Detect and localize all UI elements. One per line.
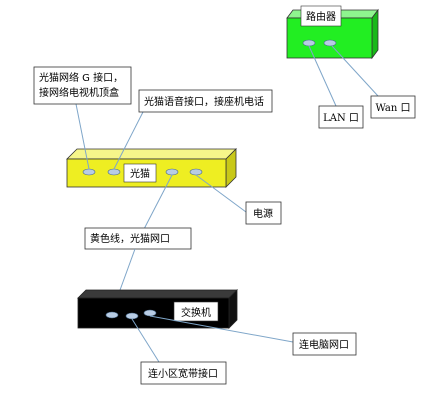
broadband-label: 连小区宽带接口 [148,367,218,380]
switch-uplink-port [105,311,119,319]
lan-label-box [318,105,364,129]
lan-leader-line [308,45,337,107]
iptv-leader-line [75,103,90,170]
modem-label: 光猫 [130,167,150,180]
voice-label-box [138,89,273,113]
wan-label-box [370,95,416,119]
wan-label: Wan 口 [376,103,411,114]
switch-label-box [173,301,219,322]
switch-label: 交换机 [181,306,211,319]
power-label-box [245,201,282,225]
router-wan-port [323,39,337,47]
modem-iptv-port [82,168,96,176]
switch-top-face [77,289,238,299]
pc-leader-line [149,315,294,343]
pc-label-box [292,332,357,356]
modem-lan-port [165,168,179,176]
iptv-label-line2: 接网络电视机顶盒 [39,86,119,99]
switch-broadband-port [125,312,139,320]
router-lan-port [302,39,316,47]
wan-leader-line [331,45,379,97]
router: 路由器 [286,5,379,60]
switch-pc-port [143,309,157,317]
power-leader-line [195,174,247,213]
broadband-leader-line [131,318,160,363]
modem-top-face [66,148,237,160]
pc-label: 连电脑网口 [299,338,349,351]
router-label-box [300,5,342,27]
modem-voice-port [107,168,121,176]
modem-power-port [189,168,203,176]
modem-label-box [123,163,157,183]
yellow-cable-label-box [84,227,192,250]
lan-label: LAN 口 [323,113,359,124]
router-side-face [371,8,379,60]
optical-modem: 光猫 [66,148,237,188]
network-switch: 交换机 [77,289,238,329]
iptv-label-box [33,66,132,105]
router-label: 路由器 [306,10,336,23]
power-label: 电源 [253,207,273,220]
voice-leader-line [113,111,144,170]
yellow-cable-line-upper [142,174,173,232]
voice-label: 光猫语音接口，接座机电话 [144,95,264,108]
broadband-label-box [140,361,227,385]
iptv-label-line1: 光猫网络 G 接口， [39,71,123,84]
yellow-cable-label: 黄色线，光猫网口 [90,232,170,245]
